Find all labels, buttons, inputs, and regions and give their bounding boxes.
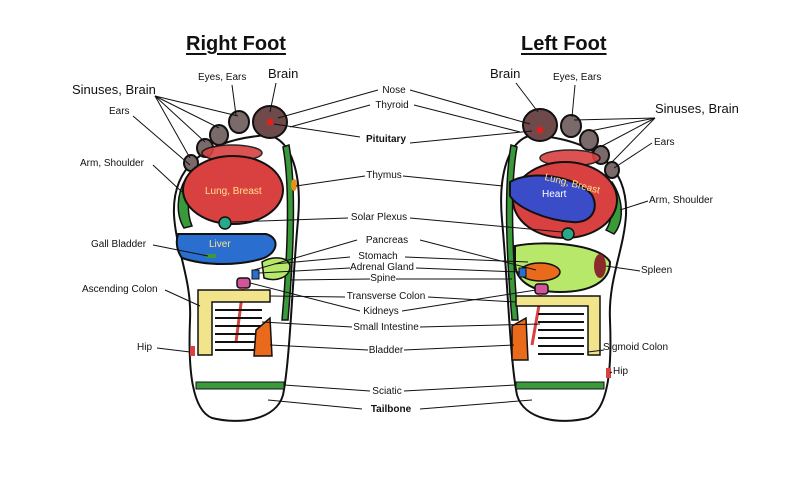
label-adrenal-gland: Adrenal Gland — [350, 262, 414, 273]
left-spleen — [594, 254, 606, 278]
right-solar-plexus — [218, 216, 232, 230]
label-thyroid: Thyroid — [375, 100, 409, 111]
label-right-liver: Liver — [209, 239, 231, 250]
left-big-toe — [522, 108, 558, 142]
label-spine: Spine — [370, 273, 396, 284]
label-right-eyes-ears: Eyes, Ears — [198, 72, 247, 83]
right-liver — [175, 233, 277, 265]
label-nose: Nose — [382, 85, 406, 96]
label-right-brain: Brain — [268, 66, 299, 81]
right-thymus — [291, 179, 297, 191]
label-left-heart: Heart — [542, 189, 567, 200]
label-left-spleen: Spleen — [641, 265, 673, 276]
label-kidneys: Kidneys — [363, 306, 399, 317]
right-brain-dot — [266, 118, 274, 126]
leader-lines — [132, 82, 656, 410]
label-right-lung-breast: Lung, Breast — [205, 186, 262, 197]
left-bladder — [511, 316, 529, 361]
label-left-sigmoid-colon: Sigmoid Colon — [603, 342, 669, 353]
label-right-ears: Ears — [109, 106, 130, 117]
label-right-ascending-colon: Ascending Colon — [82, 284, 158, 295]
label-left-sinuses-brain: Sinuses, Brain — [655, 101, 739, 116]
label-left-hip: Hip — [613, 366, 629, 377]
left-small-intestine — [538, 313, 584, 355]
left-foot — [500, 108, 628, 422]
left-kidney — [534, 283, 549, 295]
label-right-sinuses-brain: Sinuses, Brain — [72, 82, 156, 97]
right-gall-bladder — [206, 254, 216, 258]
right-toe-3 — [209, 124, 229, 146]
label-solar-plexus: Solar Plexus — [350, 212, 408, 223]
left-heart — [509, 174, 596, 224]
right-kidney — [236, 277, 251, 289]
title-right-foot: Right Foot — [186, 33, 286, 55]
left-hip — [606, 368, 611, 378]
label-tailbone: Tailbone — [370, 404, 412, 415]
left-toe-3 — [579, 129, 599, 151]
title-left-foot: Left Foot — [521, 33, 607, 55]
label-bladder: Bladder — [368, 345, 404, 356]
label-pancreas: Pancreas — [365, 235, 409, 246]
label-right-arm-shoulder: Arm, Shoulder — [80, 158, 144, 169]
right-lung-breast — [182, 155, 284, 225]
left-sciatic — [515, 381, 605, 390]
label-left-ears: Ears — [654, 137, 675, 148]
right-adrenal — [251, 269, 260, 280]
label-thymus: Thymus — [366, 170, 402, 181]
left-toe-5 — [604, 161, 620, 179]
right-foot — [172, 105, 300, 422]
label-left-eyes-ears: Eyes, Ears — [553, 72, 602, 83]
left-toe-2 — [560, 114, 582, 138]
label-small-intestine: Small Intestine — [353, 322, 419, 333]
label-sciatic: Sciatic — [372, 386, 402, 397]
label-right-gall-bladder: Gall Bladder — [91, 239, 147, 250]
right-hip — [190, 346, 195, 356]
left-solar-plexus — [561, 227, 575, 241]
right-spine-strip — [281, 144, 295, 321]
left-brain-dot — [536, 126, 544, 134]
label-left-arm-shoulder: Arm, Shoulder — [649, 195, 713, 206]
label-left-brain: Brain — [490, 66, 521, 81]
label-pituitary: Pituitary — [365, 134, 407, 145]
label-transverse-colon: Transverse Colon — [346, 291, 426, 302]
label-stomach: Stomach — [358, 251, 398, 262]
right-sciatic — [195, 381, 285, 390]
label-right-hip: Hip — [137, 342, 153, 353]
left-transverse-colon — [515, 295, 601, 356]
left-adrenal — [518, 267, 527, 278]
right-ascending-colon — [197, 289, 271, 356]
right-toe-2 — [228, 110, 250, 134]
